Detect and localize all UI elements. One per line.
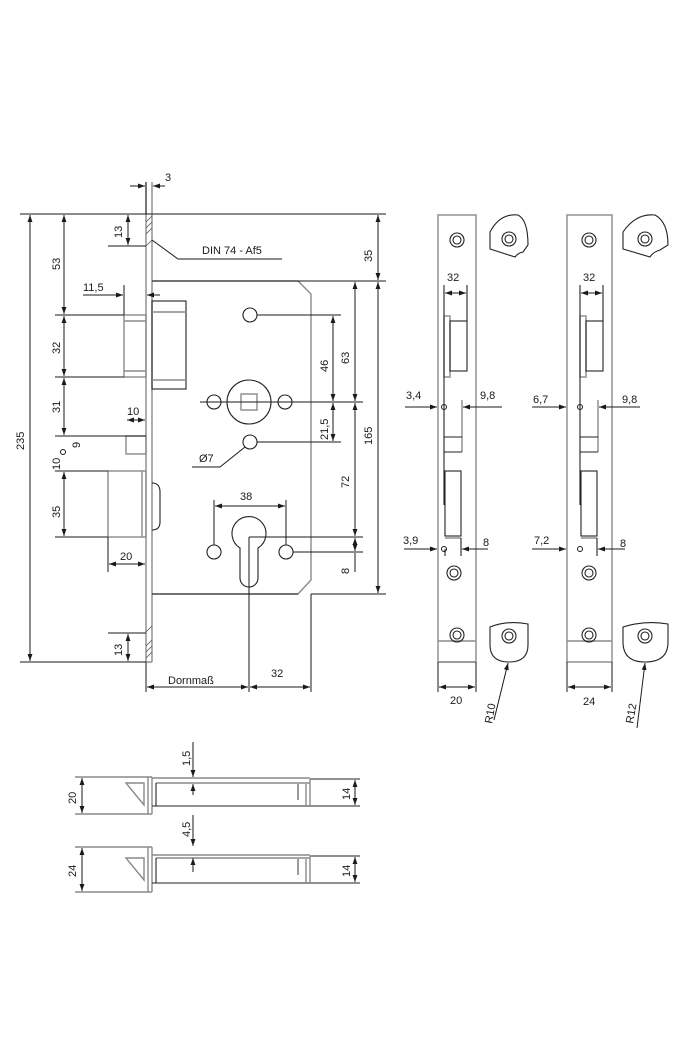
spindle-hub [200, 379, 363, 425]
section-view-20: 20 1,5 14 [67, 742, 360, 815]
dim-spindle-to-hole: 21,5 [319, 419, 331, 440]
dim-top-hole-to-spindle: 46 [319, 360, 331, 372]
fp2-corner-radius: R12 [624, 703, 639, 725]
hatch-top [145, 215, 153, 247]
fp1-corner-radius: R10 [483, 703, 498, 725]
lower-hole [242, 434, 258, 450]
fp1-bolt-left: 3,9 [403, 535, 418, 547]
fp1-latch-width: 32 [447, 272, 459, 284]
cylinder-cutout [206, 516, 363, 692]
dim-latch-projection: 11,5 [83, 282, 104, 294]
dim-faceplate-thickness: 3 [165, 172, 171, 184]
hatch-bottom [145, 625, 153, 659]
dim-center-to-bolt: 10 [51, 458, 63, 470]
hole-diameter-label: Ø7 [199, 453, 214, 465]
dim-hole-spacing: 38 [240, 491, 252, 503]
sec1-case-depth: 14 [341, 788, 353, 800]
dim-center-offset: 9 [71, 442, 83, 448]
rotated-labels: 235 53 32 31 9 10 35 13 13 35 165 63 46 … [15, 226, 375, 656]
dim-faceplate-top: 13 [113, 226, 125, 238]
dim-latch-height: 32 [51, 342, 63, 354]
fp2-bolt-left: 7,2 [534, 535, 549, 547]
top-hole [242, 307, 258, 323]
dim-latch-to-center: 31 [51, 401, 63, 413]
dim-case-top-offset: 35 [363, 250, 375, 262]
dim-total-height: 235 [15, 432, 27, 450]
fp1-latch-left: 3,4 [406, 390, 421, 402]
backset-label: Dornmaß [168, 675, 214, 687]
dim-spindle-to-cylinder: 72 [340, 476, 352, 488]
dim-bolt-height: 35 [51, 506, 63, 518]
sec2-offset: 4,5 [181, 822, 193, 837]
fp2-plate-width: 24 [583, 696, 595, 708]
dim-case-top-to-spindle: 63 [340, 352, 352, 364]
dead-bolt [107, 435, 161, 538]
din-standard-label: DIN 74 - Af5 [202, 245, 262, 257]
dim-bolt-projection: 20 [120, 551, 132, 563]
sec1-plate-width: 20 [67, 792, 79, 804]
main-view: 3 DIN 74 - Af5 11,5 10 20 Ø7 38 Dornmaß … [15, 172, 386, 692]
faceplate-view-24: 32 6,7 9,8 7,2 8 24 R12 [532, 214, 669, 729]
sec1-offset: 1,5 [181, 751, 193, 766]
fp1-latch-right: 9,8 [480, 390, 495, 402]
fp2-bolt-right: 8 [620, 538, 626, 550]
faceplate [145, 182, 153, 663]
lock-case [152, 280, 312, 595]
fp2-latch-right: 9,8 [622, 394, 637, 406]
dim-cylinder-to-edge: 32 [271, 668, 283, 680]
dim-faceplate-bottom: 13 [113, 644, 125, 656]
dim-top-to-latch: 53 [51, 258, 63, 270]
fp1-plate-width: 20 [450, 695, 462, 707]
latch-bolt [123, 300, 187, 390]
sec2-case-depth: 14 [341, 865, 353, 877]
fp1-bolt-right: 8 [483, 537, 489, 549]
sec2-plate-width: 24 [67, 865, 79, 877]
dim-cylinder-offset: 8 [340, 568, 352, 574]
dim-case-height: 165 [363, 427, 375, 445]
dim-bolt-throw: 10 [127, 406, 139, 418]
fp2-latch-width: 32 [583, 272, 595, 284]
fp2-latch-left: 6,7 [533, 394, 548, 406]
faceplate-view-20: 32 3,4 9,8 3,9 8 20 R10 [403, 214, 529, 725]
section-view-24: 24 4,5 14 [67, 815, 360, 893]
